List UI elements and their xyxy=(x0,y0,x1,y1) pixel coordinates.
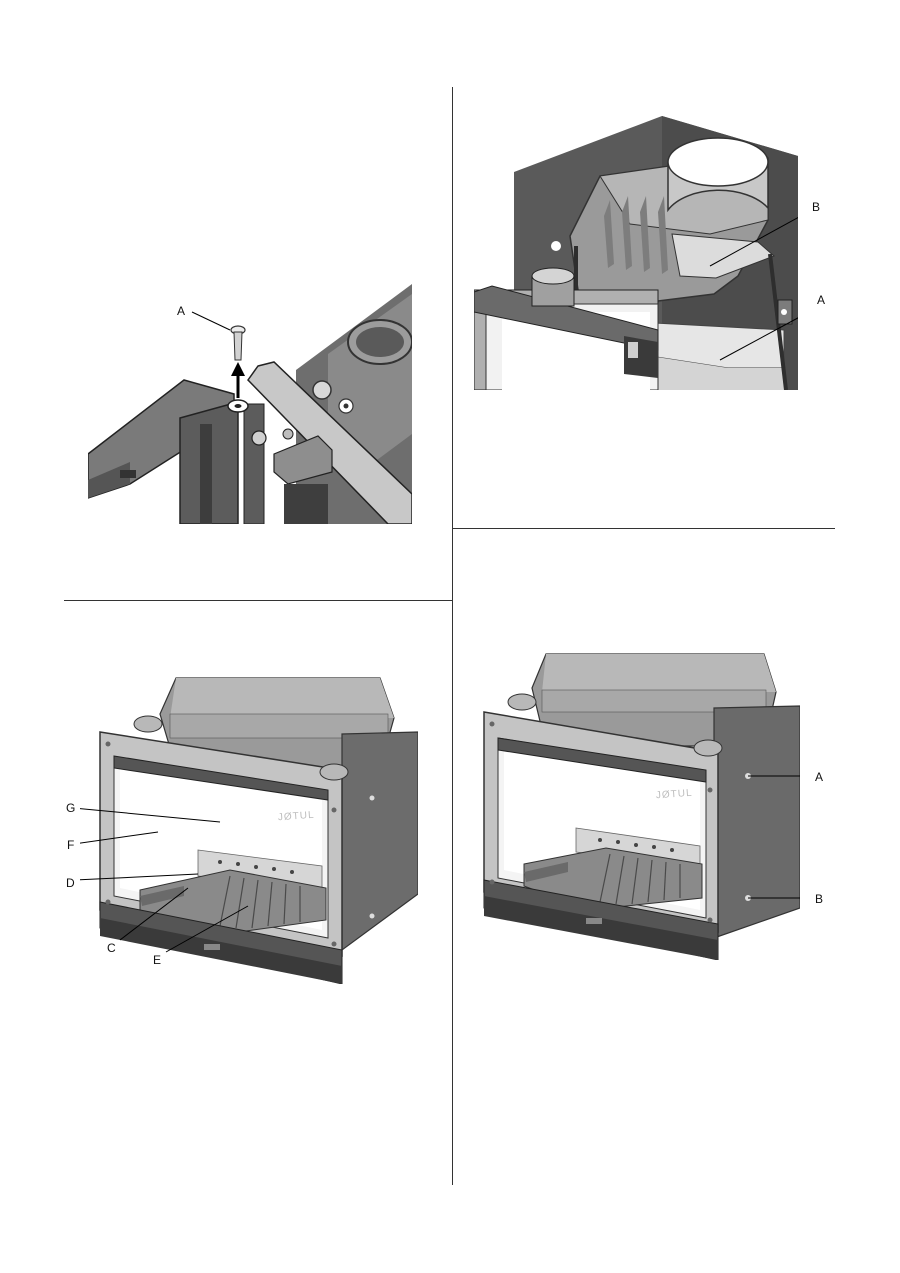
fig2-label-a: A xyxy=(817,293,826,307)
fig3-label-e: E xyxy=(153,953,162,967)
right-section-rule xyxy=(453,528,835,529)
figure-insert-components-drawing xyxy=(80,674,418,984)
fig3-label-f: F xyxy=(67,838,75,852)
figure-bolt-removal-drawing xyxy=(88,284,412,524)
fig3-label-g: G xyxy=(66,801,76,815)
fig3-label-d: D xyxy=(66,876,75,890)
fig2-label-b: B xyxy=(812,200,821,214)
fig4-label-a: A xyxy=(815,770,824,784)
figure-baffle-plates-drawing xyxy=(474,116,798,390)
figure-bolt-removal xyxy=(88,284,412,524)
vertical-divider xyxy=(452,87,453,1185)
fig4-label-b: B xyxy=(815,892,824,906)
figure-insert-side-holes xyxy=(476,652,800,960)
left-section-rule xyxy=(64,600,452,601)
fig1-label-a: A xyxy=(177,304,186,318)
figure-insert-components xyxy=(80,674,418,984)
figure-baffle-plates xyxy=(474,116,798,390)
fig3-label-c: C xyxy=(107,941,116,955)
figure-insert-side-holes-drawing xyxy=(476,652,800,960)
